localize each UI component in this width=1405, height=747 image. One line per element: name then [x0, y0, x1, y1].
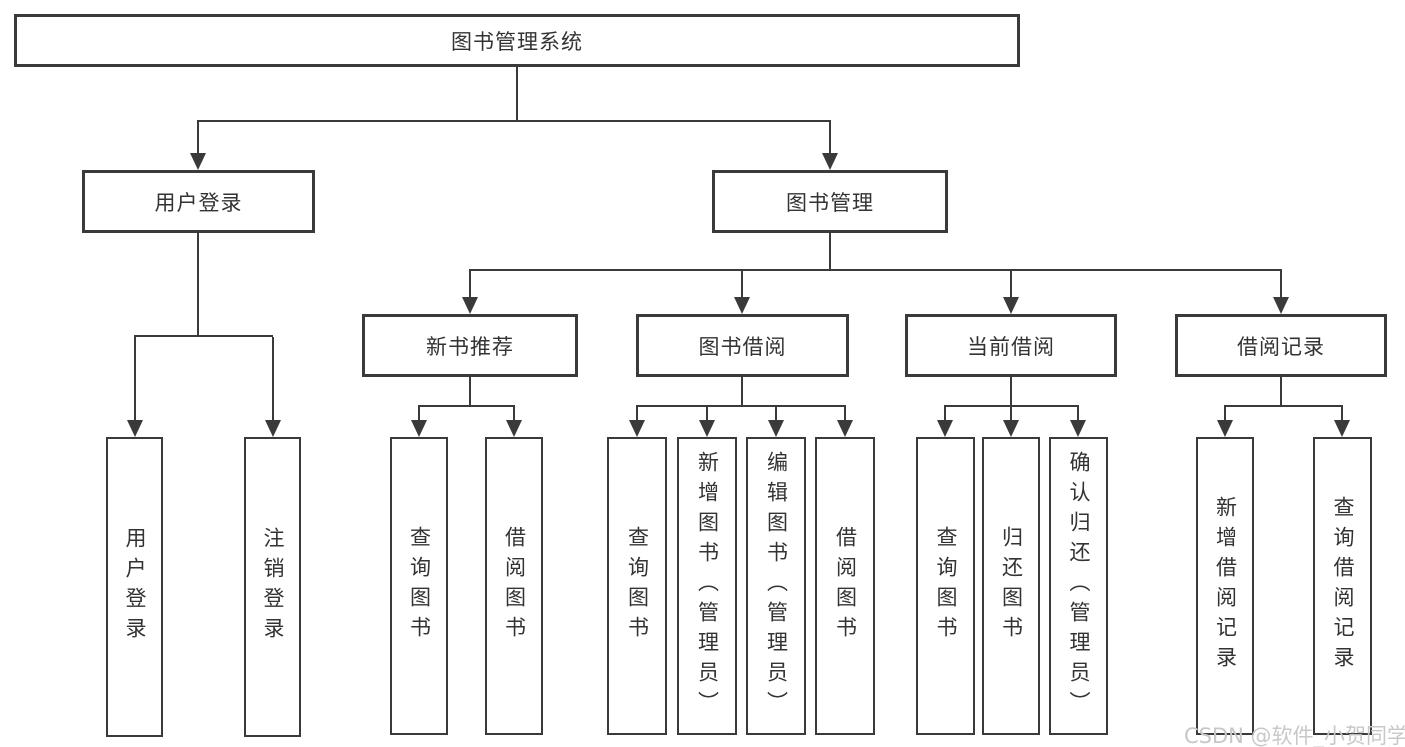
arrow-down-icon	[822, 153, 838, 170]
node-leaf-edit-books-admin: 编辑图书（管理员）	[746, 437, 806, 735]
connector-group-hbar	[944, 405, 1079, 407]
connector-level1-hbar	[197, 120, 831, 122]
connector-group-hbar	[1224, 405, 1343, 407]
connector-stem	[469, 377, 471, 405]
arrow-down-icon	[1217, 420, 1233, 437]
connector-stem	[1010, 271, 1012, 297]
connector-stem	[741, 377, 743, 405]
connector-stem	[418, 407, 420, 420]
node-book-borrow: 图书借阅	[636, 314, 849, 377]
node-borrow-records: 借阅记录	[1175, 314, 1387, 377]
arrow-down-icon	[629, 420, 645, 437]
connector-stem	[1077, 407, 1079, 420]
connector-stem	[272, 337, 274, 420]
connector-stem	[636, 407, 638, 420]
arrow-down-icon	[1273, 297, 1289, 314]
arrow-down-icon	[734, 297, 750, 314]
arrow-down-icon	[699, 420, 715, 437]
node-leaf-query-books-current: 查询图书	[916, 437, 975, 735]
csdn-watermark: CSDN @软件_小贺同学	[1184, 724, 1405, 747]
node-user-login: 用户登录	[82, 170, 315, 233]
arrow-down-icon	[937, 420, 953, 437]
arrow-down-icon	[127, 420, 143, 437]
node-leaf-logout: 注销登录	[244, 437, 301, 737]
connector-stem	[829, 233, 831, 271]
connector-stem	[1280, 271, 1282, 297]
node-leaf-query-borrow-record: 查询借阅记录	[1313, 437, 1372, 735]
node-leaf-query-books-borrow: 查询图书	[607, 437, 667, 735]
connector-user-login-hbar	[134, 335, 273, 337]
connector-stem	[1280, 377, 1282, 405]
connector-stem	[197, 122, 199, 153]
arrow-down-icon	[1070, 420, 1086, 437]
node-new-book-recommend: 新书推荐	[362, 314, 578, 377]
arrow-down-icon	[190, 153, 206, 170]
connector-stem	[775, 407, 777, 420]
arrow-down-icon	[837, 420, 853, 437]
node-current-borrow: 当前借阅	[905, 314, 1117, 377]
connector-group-hbar	[418, 405, 515, 407]
connector-stem	[944, 407, 946, 420]
arrow-down-icon	[265, 420, 281, 437]
connector-stem	[513, 407, 515, 420]
connector-stem	[829, 122, 831, 153]
arrow-down-icon	[768, 420, 784, 437]
connector-stem	[1010, 407, 1012, 420]
arrow-down-icon	[506, 420, 522, 437]
node-leaf-return-books: 归还图书	[982, 437, 1040, 735]
connector-stem	[469, 271, 471, 297]
connector-stem	[1341, 407, 1343, 420]
arrow-down-icon	[1003, 420, 1019, 437]
connector-stem	[844, 407, 846, 420]
node-leaf-borrow-books: 借阅图书	[815, 437, 875, 735]
node-leaf-add-borrow-record: 新增借阅记录	[1196, 437, 1254, 735]
arrow-down-icon	[411, 420, 427, 437]
node-leaf-query-books-recommend: 查询图书	[390, 437, 448, 735]
node-leaf-user-login: 用户登录	[106, 437, 163, 737]
node-leaf-add-books-admin: 新增图书（管理员）	[677, 437, 737, 735]
arrow-down-icon	[1334, 420, 1350, 437]
connector-stem	[706, 407, 708, 420]
connector-stem	[741, 271, 743, 297]
connector-stem	[134, 337, 136, 420]
arrow-down-icon	[1003, 297, 1019, 314]
node-root-library-management-system: 图书管理系统	[14, 14, 1020, 67]
arrow-down-icon	[462, 297, 478, 314]
connector-level2-hbar	[469, 269, 1282, 271]
connector-stem	[1224, 407, 1226, 420]
connector-stem	[1010, 377, 1012, 405]
node-leaf-confirm-return-admin: 确认归还（管理员）	[1049, 437, 1108, 735]
node-book-management: 图书管理	[712, 170, 948, 233]
connector-root-stem	[516, 67, 518, 122]
node-leaf-borrow-books-recommend: 借阅图书	[485, 437, 543, 735]
connector-group-hbar	[636, 405, 846, 407]
connector-stem	[197, 233, 199, 335]
